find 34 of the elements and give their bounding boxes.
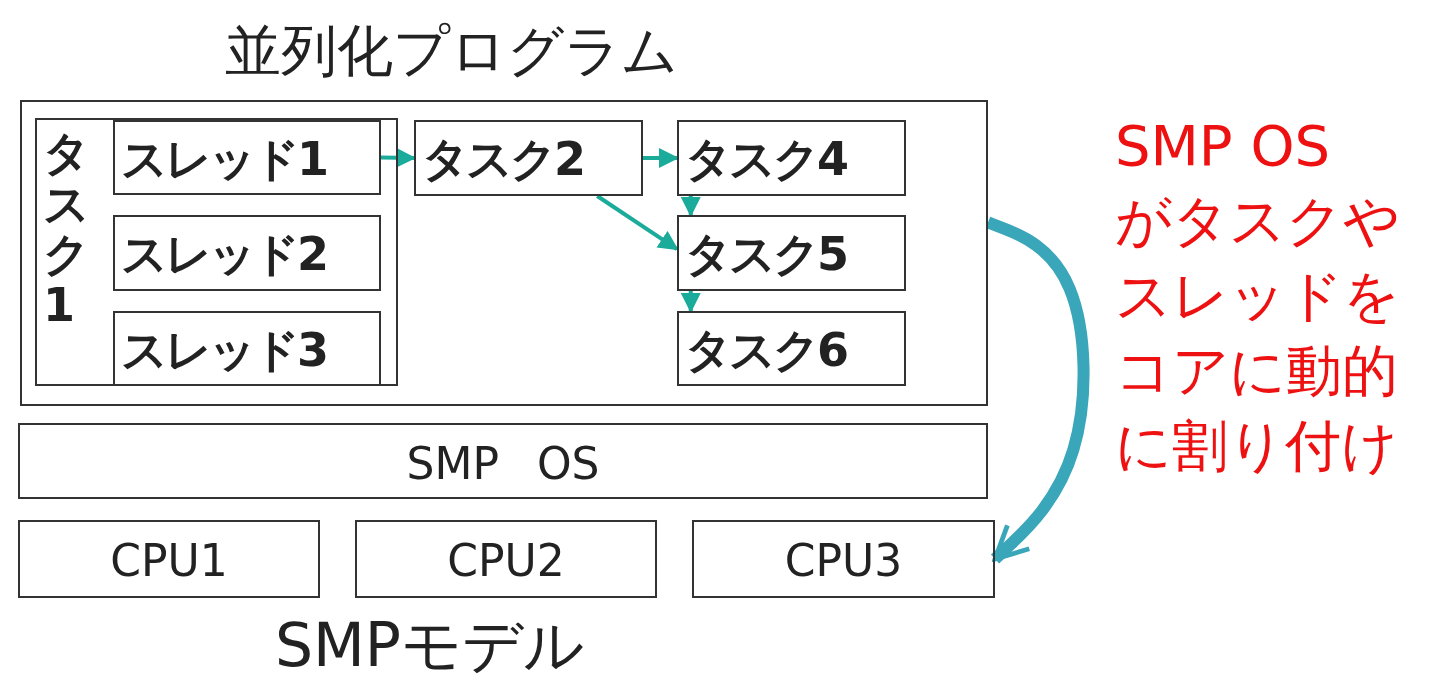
process-box [113, 215, 381, 291]
process-box [18, 423, 988, 499]
box-label: CPU2 [446, 535, 566, 586]
process-box [677, 311, 906, 386]
box-label: タスク1 [43, 128, 89, 331]
box-label: CPU3 [783, 535, 904, 586]
box-label: CPU1 [109, 535, 229, 586]
process-box [113, 311, 381, 386]
arrow [380, 147, 416, 168]
box-label: スレッド3 [121, 322, 326, 379]
process-box [692, 520, 995, 598]
process-box [113, 120, 381, 195]
arrow [643, 148, 679, 168]
process-box [677, 120, 906, 196]
frame-heading: 並列化プログラム [223, 17, 679, 85]
box-label: タスク6 [685, 322, 846, 379]
annotation-note: SMP OS [1115, 112, 1332, 180]
annotation-note: がタスクやスレッドをコアに動的に割り付け [1115, 187, 1401, 480]
process-box [18, 520, 320, 598]
task-group-box [35, 118, 398, 386]
box-label: スレッド1 [121, 131, 326, 188]
box-label: タスク4 [685, 131, 846, 188]
arrow [985, 216, 1090, 564]
arrow [680, 196, 701, 217]
process-box [414, 120, 643, 196]
box-label: タスク2 [422, 131, 583, 188]
caption: SMPモデル [275, 609, 585, 682]
process-box [355, 520, 657, 598]
process-box [677, 215, 906, 291]
box-label: タスク5 [685, 226, 846, 283]
box-label: スレッド2 [121, 226, 326, 283]
arrow [596, 194, 679, 251]
box-label: SMP OS [405, 438, 601, 489]
arrow [680, 291, 701, 313]
